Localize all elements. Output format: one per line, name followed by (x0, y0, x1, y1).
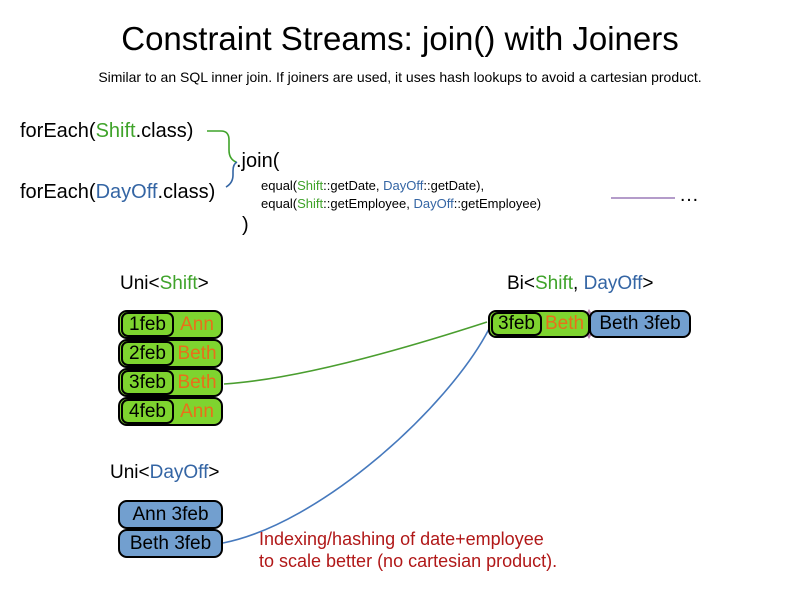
page-title: Constraint Streams: join() with Joiners (121, 20, 679, 57)
code-join-open: .join( (236, 150, 280, 172)
bi-label: Bi<Shift, DayOff> (507, 273, 653, 295)
shift-table-row: 4feb Ann (118, 397, 223, 426)
label-text: , (573, 273, 584, 294)
label-text: > (208, 462, 220, 483)
code-text: .class) (157, 181, 216, 203)
shift-class-token: Shift (297, 178, 324, 193)
brace-top-green-line (207, 130, 237, 163)
label-text: > (642, 273, 654, 294)
annotation-line: Indexing/hashing of date+employee (259, 529, 544, 549)
shift-date-cell: 3feb (491, 312, 542, 336)
dayoff-match-curve (222, 328, 490, 544)
indexing-annotation: Indexing/hashing of date+employee to sca… (259, 528, 557, 572)
bi-result-row: 3feb Beth Beth 3feb (488, 310, 691, 338)
dayoff-class-token: DayOff (95, 181, 158, 203)
page-subtitle: Similar to an SQL inner join. If joiners… (98, 69, 702, 85)
code-text: equal( (261, 178, 298, 193)
dayoff-class-token: DayOff (383, 178, 424, 193)
code-text: forEach( (20, 181, 96, 203)
shift-employee-cell: Ann (180, 400, 214, 422)
code-text: ::getDate), (423, 178, 485, 193)
shift-date-cell: 1feb (121, 312, 174, 337)
label-text: Uni< (110, 462, 150, 483)
code-text: ::getEmployee, (323, 196, 414, 211)
code-foreach-dayoff: forEach(DayOff.class) (20, 181, 215, 204)
uni-dayoff-label: Uni<DayOff> (110, 462, 220, 484)
code-text: ::getEmployee) (453, 196, 542, 211)
uni-shift-label: Uni<Shift> (120, 273, 209, 295)
bi-dayoff-part: Beth 3feb (589, 310, 691, 338)
code-text: forEach( (20, 120, 96, 142)
shift-class-token: Shift (159, 273, 198, 294)
shift-date-cell: 2feb (121, 341, 174, 366)
code-equal-date: equal(Shift::getDate, DayOff::getDate), (261, 178, 484, 193)
code-text: equal( (261, 196, 298, 211)
dayoff-class-token: DayOff (413, 196, 454, 211)
shift-date-cell: 3feb (121, 370, 174, 395)
shift-date-cell: 4feb (121, 399, 174, 424)
code-text: .class) (135, 120, 194, 142)
code-text: ::getDate, (323, 178, 384, 193)
shift-employee-cell: Beth (544, 313, 585, 334)
shift-table-row: 1feb Ann (118, 310, 223, 339)
label-text: Bi< (507, 273, 535, 294)
shift-table-row: 2feb Beth (118, 339, 223, 368)
code-foreach-shift: forEach(Shift.class) (20, 120, 193, 143)
shift-employee-cell: Beth (177, 371, 217, 393)
dayoff-table-row: Beth 3feb (118, 529, 223, 558)
shift-class-token: Shift (535, 273, 574, 294)
code-join-close: ) (242, 214, 249, 236)
shift-match-curve (223, 321, 488, 385)
label-text: Uni< (120, 273, 160, 294)
more-joiners-ellipsis: … (679, 184, 699, 206)
dayoff-table-row: Ann 3feb (118, 500, 223, 529)
uni-shift-table: 1feb Ann 2feb Beth 3feb Beth 4feb Ann (118, 310, 223, 426)
uni-dayoff-table: Ann 3feb Beth 3feb (118, 500, 223, 558)
brace-bottom-blue-line (225, 161, 238, 188)
code-equal-employee: equal(Shift::getEmployee, DayOff::getEmp… (261, 196, 541, 211)
bi-shift-part: 3feb Beth (488, 310, 590, 338)
annotation-line: to scale better (no cartesian product). (259, 551, 558, 571)
dayoff-class-token: DayOff (583, 273, 643, 294)
shift-class-token: Shift (297, 196, 324, 211)
dayoff-class-token: DayOff (149, 462, 209, 483)
shift-employee-cell: Ann (180, 313, 214, 335)
shift-employee-cell: Beth (177, 342, 217, 364)
label-text: > (197, 273, 209, 294)
shift-class-token: Shift (95, 120, 136, 142)
shift-table-row: 3feb Beth (118, 368, 223, 397)
